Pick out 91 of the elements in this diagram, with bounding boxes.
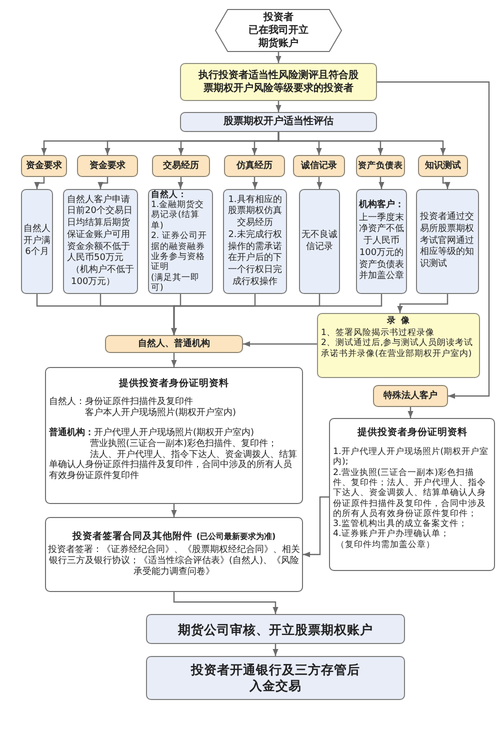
step-label: 股票期权开户适当性评估 — [222, 116, 334, 128]
category-box — [224, 155, 285, 177]
section-note: (已公司最新要求为准) — [196, 532, 276, 540]
requirement-text: 1.金融期货交易记录(结算单) — [151, 200, 206, 231]
section-heading: 提供投资者身份证明资料 — [118, 378, 230, 390]
requirement-text: 自然人客户申请日前20个交易日日均结算后期货保证金账户可用资金余额不低于人民币50万元 — [67, 194, 134, 264]
requirement-box — [148, 189, 213, 294]
requirement-box — [223, 189, 287, 294]
document-item: 1.开户代理人开户现场照片(期权开户室内); — [333, 447, 490, 468]
step-label: 投资者开通银行及三方存管后入金交易 — [190, 662, 361, 694]
category-box — [21, 155, 67, 177]
requirement-text: (满足其一即可) — [151, 272, 200, 294]
requirement-box — [356, 189, 407, 294]
category-label: 资金要求 — [25, 160, 63, 172]
document-item: 普通机构：开户代理人开户现场照片(期权开户室内) — [49, 428, 256, 438]
category-label: 特殊法人客户 — [382, 390, 438, 402]
document-item: （复印件均需加盖公章） — [335, 540, 436, 550]
arrow — [173, 592, 278, 614]
step-box — [146, 614, 405, 644]
document-box — [45, 367, 303, 504]
category-box — [152, 155, 210, 177]
category-label: 诚信记录 — [300, 160, 338, 172]
document-item: 法人、开户代理人、指令下达人、资金调拨人、结算单确认人身份证原件扫描件及复印件，合同中涉及的所有人员有效身份证原件复印件 — [49, 450, 298, 482]
arrow — [171, 353, 177, 367]
category-label: 知识测试 — [424, 160, 462, 172]
category-box — [77, 155, 138, 177]
section-heading: 提供投资者身份证明资料 — [356, 427, 468, 438]
arrow — [98, 177, 108, 189]
document-item: 4.证券账户开户办理确认单； — [333, 529, 450, 540]
arrow — [408, 407, 414, 418]
step-label: 已在我司开立期货账户 — [248, 24, 310, 50]
requirement-heading: 自然人： — [151, 190, 188, 200]
requirement-text: （机构户不低于100万元） — [70, 264, 134, 288]
arrow — [278, 132, 446, 155]
document-item: 3.监管机构出具的成立备案文件； — [333, 519, 468, 530]
title-label: 投资者 — [262, 11, 294, 24]
requirement-box — [21, 189, 53, 294]
category-box — [418, 155, 468, 177]
requirement-text: 无不良诚信记录 — [301, 230, 338, 254]
requirement-text: 自然人开户满6个月 — [23, 224, 51, 260]
document-box — [329, 418, 495, 571]
arrow — [442, 177, 450, 189]
arrow — [243, 341, 317, 347]
document-item: 2.营业执照(三证合一副本)彩色扫描件、复印件；法人、开户代理人、指令下达人、资金调拨人、结算单确认人身份证原件扫描件及复印件，合同中涉及的所有人员有效身份证原件复印件； — [333, 468, 487, 519]
document-box — [45, 517, 303, 592]
category-label: 自然人、普通机构 — [137, 338, 211, 350]
arrow — [171, 294, 382, 335]
criteria-box — [180, 63, 377, 101]
category-box — [293, 155, 345, 177]
arrow — [397, 294, 448, 313]
category-box — [356, 155, 405, 177]
arrow — [276, 101, 282, 112]
step-box — [146, 656, 405, 700]
requirement-text: 1.具有相应的股票期权仿真交易经历 — [227, 194, 283, 230]
document-item: 营业执照(三证合一副本)彩色扫描件、复印件； — [89, 438, 278, 450]
category-label: 仿真经历 — [235, 160, 274, 172]
step-box — [180, 112, 377, 132]
requirement-text: 投资者通过交易所股票期权考试官网通过相应等级的知识测试 — [420, 212, 475, 271]
arrow — [178, 177, 184, 189]
requirement-box — [416, 189, 479, 294]
step-label: 期货公司审核、开立股票期权账户 — [177, 622, 374, 636]
arrow — [276, 52, 282, 63]
arrow — [316, 177, 322, 189]
arrow — [378, 177, 384, 189]
section-heading: 投资者签署合同及其他附件 — [72, 530, 192, 542]
requirement-box — [63, 189, 138, 294]
arrow — [272, 644, 278, 656]
step-label: 执行投资者适当性风险测评且符合股票期权开户风险等级要求的投资者 — [197, 68, 360, 96]
arrow — [377, 81, 490, 399]
arrow — [252, 177, 258, 189]
requirement-text: 上一季度末净资产不低于人民币100万元的资产负债表并加盖公章 — [358, 212, 405, 283]
arrow — [34, 177, 45, 189]
agreement-text: 投资者签署：《证券经纪合同》、《股票期权经纪合同》、相关银行三方及银行协议；《适当性综合评估表》(自然人)、《风险承受能力调查问卷》 — [47, 544, 301, 578]
category-label: 资金要求 — [88, 160, 126, 172]
document-item: 自然人：身份证原件扫描件及复印件 — [49, 397, 194, 408]
requirement-text: 2. 证券公司开据的融资融券业务参与资格证明 — [151, 231, 208, 273]
note-item: 2、测试通过后,参与测试人员朗读考试承诺书并录像(在营业部期权开户室内) — [321, 338, 474, 360]
category-box — [373, 385, 448, 407]
category-label: 交易经历 — [162, 160, 200, 172]
arrow — [303, 496, 329, 558]
requirement-box — [299, 189, 340, 294]
note-item: 1、签署风险揭示书过程录像 — [321, 328, 436, 338]
requirement-heading: 机构客户： — [358, 200, 405, 212]
document-item: 客户本人开户现场照片(期权开户室内) — [84, 408, 238, 419]
category-box — [105, 335, 243, 353]
start-hexagon — [215, 9, 342, 52]
category-label: 资产负债表 — [357, 160, 404, 172]
arrow — [171, 504, 177, 517]
note-box — [317, 313, 480, 378]
requirement-text: 2.未完成行权操作的需承诺在开户后的下一个行权日完成行权操作 — [227, 230, 283, 288]
note-heading: 录像 — [386, 316, 416, 327]
